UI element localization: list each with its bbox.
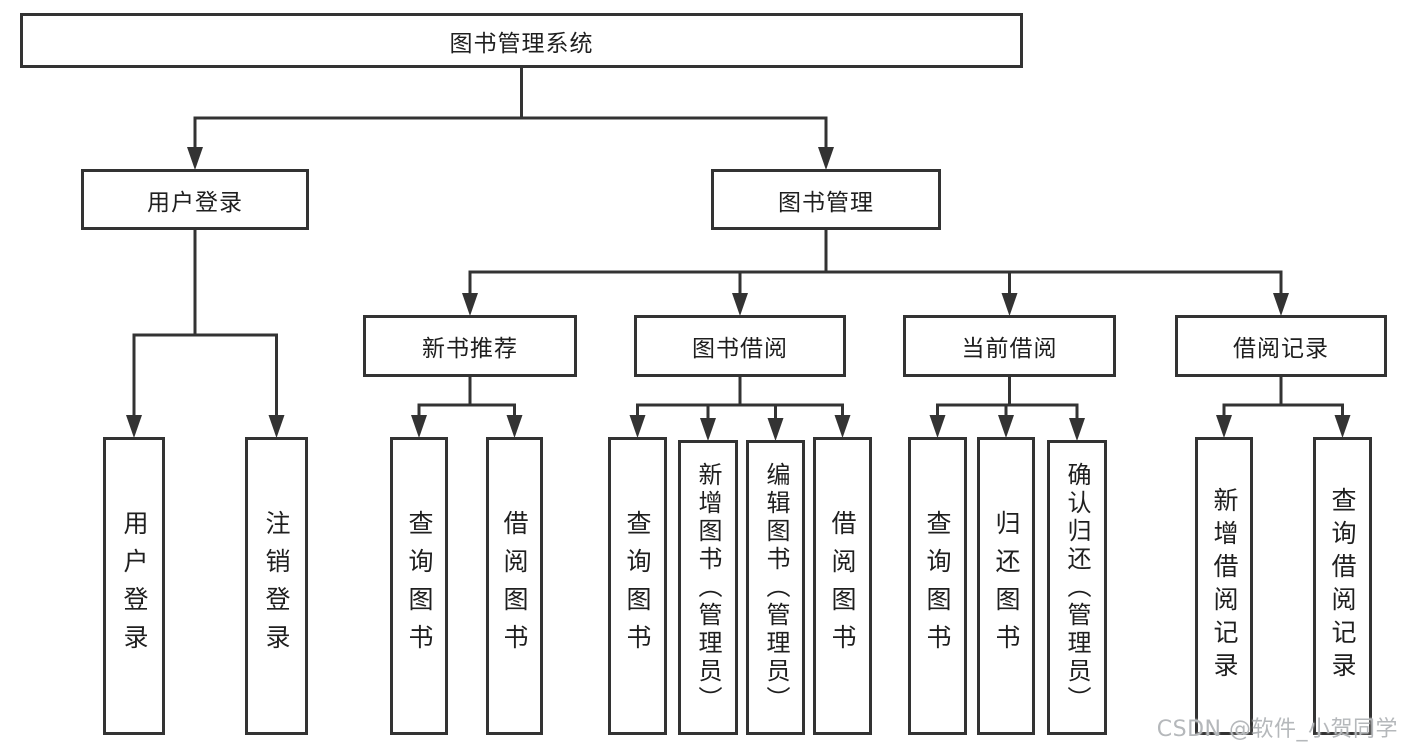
arrowhead — [818, 147, 834, 170]
edge-current-borrow — [936, 375, 1079, 423]
node-leaf-add-book: 新增图书（管理员） — [678, 440, 738, 735]
node-leaf-query-borrow-record: 查询借阅记录 — [1313, 437, 1372, 735]
node-borrow-records: 借阅记录 — [1175, 315, 1387, 377]
arrowhead — [462, 293, 478, 316]
node-current-borrow: 当前借阅 — [903, 315, 1116, 377]
arrowhead — [767, 418, 784, 441]
watermark: CSDN @软件_小贺同学 — [1156, 717, 1398, 742]
arrowhead — [929, 415, 946, 438]
arrowhead — [1334, 415, 1351, 438]
edge-new-book-rec — [417, 375, 516, 420]
node-new-book-rec: 新书推荐 — [363, 315, 577, 377]
node-leaf-edit-book: 编辑图书（管理员） — [746, 440, 805, 735]
edge-root — [193, 66, 828, 152]
arrowhead — [629, 415, 646, 438]
node-leaf-confirm-return: 确认归还（管理员） — [1047, 440, 1107, 735]
node-leaf-user-login: 用户登录 — [103, 437, 165, 735]
arrowhead — [187, 147, 203, 170]
node-leaf-query-book-1: 查询图书 — [390, 437, 448, 735]
arrowhead — [411, 415, 427, 438]
node-leaf-borrow-book-1: 借阅图书 — [486, 437, 543, 735]
node-leaf-query-book-3: 查询图书 — [908, 437, 967, 735]
node-leaf-borrow-book-2: 借阅图书 — [813, 437, 872, 735]
edge-book-mgmt — [468, 228, 1283, 298]
arrowhead — [1273, 293, 1289, 316]
node-leaf-add-borrow-record: 新增借阅记录 — [1195, 437, 1253, 735]
arrowhead — [1069, 418, 1085, 441]
arrowhead — [1216, 415, 1232, 438]
node-leaf-query-book-2: 查询图书 — [608, 437, 667, 735]
arrowhead — [998, 415, 1014, 438]
arrowhead — [834, 415, 851, 438]
arrowhead — [126, 415, 142, 438]
node-book-mgmt: 图书管理 — [711, 169, 941, 230]
node-leaf-logout: 注销登录 — [245, 437, 308, 735]
arrowhead — [268, 415, 285, 438]
node-user-login: 用户登录 — [81, 169, 309, 230]
node-book-borrow: 图书借阅 — [634, 315, 846, 377]
node-leaf-return-book: 归还图书 — [977, 437, 1035, 735]
arrowhead — [1001, 293, 1018, 316]
edge-user-login — [132, 228, 278, 420]
arrowhead — [506, 415, 523, 438]
arrowhead — [700, 418, 716, 441]
edge-borrow-records — [1222, 375, 1344, 420]
edge-book-borrow — [636, 375, 844, 423]
node-root: 图书管理系统 — [20, 13, 1023, 68]
arrowhead — [732, 293, 748, 316]
